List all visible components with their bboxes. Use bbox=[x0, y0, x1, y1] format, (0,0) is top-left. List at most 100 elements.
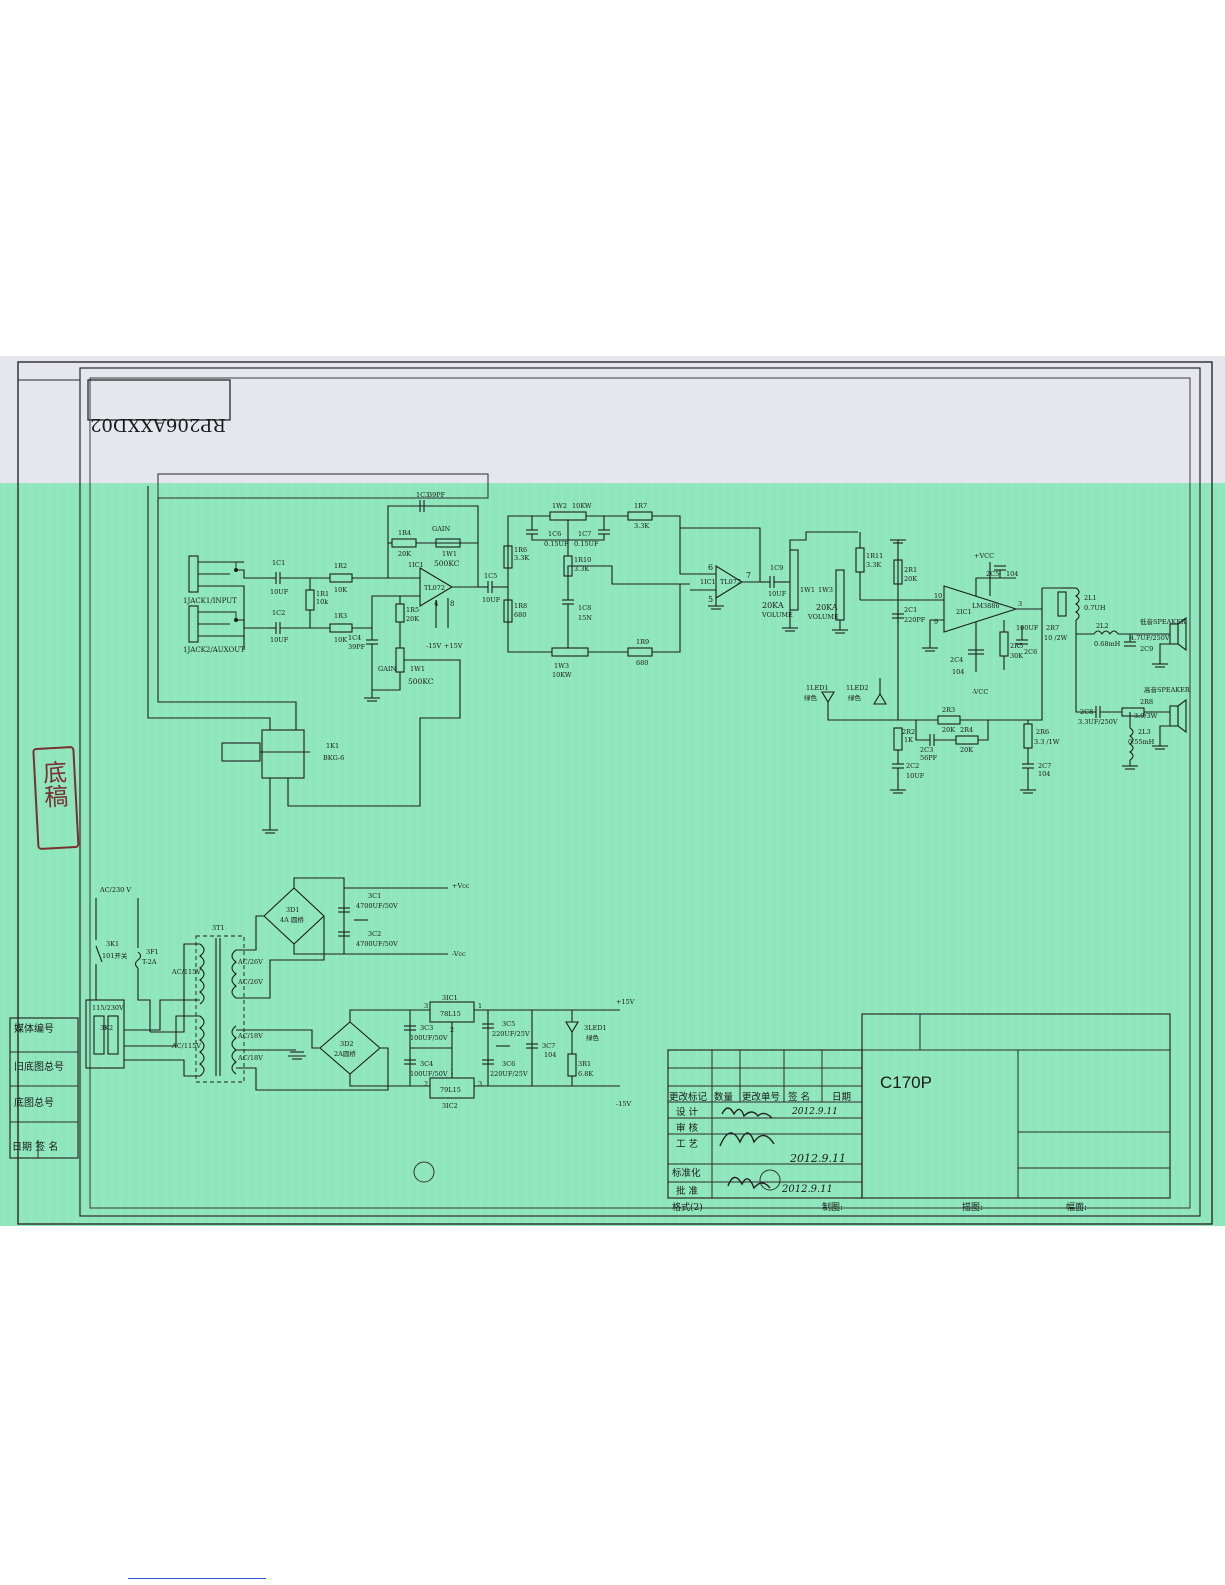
l2-value: 0.68mH bbox=[1094, 640, 1121, 648]
power-amp: 2R1 20K 2C1 220PF 2IC1 LM3886 10 9 3 +VC… bbox=[804, 539, 1191, 794]
side-row-3: 底图总号 bbox=[14, 1096, 54, 1109]
c1-label: 1C1 bbox=[272, 559, 285, 567]
r5-label: 1R5 bbox=[406, 606, 419, 614]
pc6-label: 3C6 bbox=[502, 1060, 515, 1068]
pin6: 6 bbox=[708, 563, 713, 572]
tone-stage: 1R6 3.3K 1R8 680 1W2 10KW 1R7 3.3K 1C6 0… bbox=[503, 502, 761, 679]
l3-label: 2L3 bbox=[1138, 728, 1151, 736]
c9-value: 10UF bbox=[768, 590, 787, 598]
r7b-value: 10 /2W bbox=[1044, 634, 1068, 642]
signature-date-3: 2012.9.11 bbox=[781, 1184, 833, 1195]
c1b-label: 2C1 bbox=[904, 606, 917, 614]
c3-label: 1C3 bbox=[416, 491, 429, 499]
ac230-label: AC/230 V bbox=[99, 886, 131, 894]
c2b-label: 2C2 bbox=[906, 762, 919, 770]
pin8: 8 bbox=[450, 600, 454, 608]
d1-value: 4A 圆桥 bbox=[280, 915, 304, 924]
k1p-label: 3K1 bbox=[106, 940, 119, 948]
c3-value: 39PF bbox=[428, 491, 446, 499]
pvcc-label: +Vcc bbox=[452, 882, 470, 890]
r2b-label: 2R2 bbox=[902, 728, 915, 736]
sel2-label: 3K2 bbox=[100, 1024, 113, 1032]
c8-label: 1C8 bbox=[578, 604, 591, 612]
vol1: 20KA bbox=[762, 601, 784, 610]
mvcc-label: -VCC bbox=[972, 688, 988, 696]
pr1-value: 6.8K bbox=[578, 1070, 593, 1078]
w2-value: 10KW bbox=[572, 502, 592, 510]
w2-label: 1W2 bbox=[552, 502, 567, 510]
ac18a-label: AC/18V bbox=[237, 1032, 263, 1040]
pr1-label: 3R1 bbox=[578, 1060, 591, 1068]
side-row-1: 媒体编号 bbox=[14, 1022, 54, 1035]
c1b-value: 220PF bbox=[904, 616, 926, 624]
c7b-label: 2C7 bbox=[1038, 762, 1051, 770]
led2-label: 1LED2 bbox=[846, 684, 869, 692]
draft-stamp-text: 底稿 bbox=[38, 759, 68, 809]
title-block: C170P 更改标记 数量 更改单号 签 名 日期 设 计 审 核 工 艺 标准… bbox=[413, 1013, 1171, 1213]
volume-stage: 1C9 10UF 1W1 20KA VOLUME 1W3 20KA VOLUME… bbox=[760, 531, 883, 634]
r3-label: 1R3 bbox=[334, 612, 347, 620]
pc4-label: 3C4 bbox=[420, 1060, 433, 1068]
c7b-value: 104 bbox=[1038, 770, 1050, 778]
r5b-label: 2R5 bbox=[1010, 642, 1023, 650]
c5b-label: 2C5 bbox=[986, 570, 999, 578]
side-table: 媒体编号 旧底图总号 底图总号 日期 签 名 bbox=[9, 1017, 79, 1159]
tb-role-1: 设 计 bbox=[676, 1106, 699, 1118]
r2-label: 1R2 bbox=[334, 562, 347, 570]
footer-format: 格式(2) bbox=[672, 1201, 703, 1213]
c5b-value: 104 bbox=[1006, 570, 1018, 578]
ic2-label: 2IC1 bbox=[956, 608, 972, 616]
r4-value: 20K bbox=[398, 550, 411, 558]
r6-value: 3.3K bbox=[514, 554, 529, 562]
r7-label: 1R7 bbox=[634, 502, 647, 510]
c1-value: 10UF bbox=[270, 588, 289, 596]
input-stage: 1JACK1/INPUT 1JACK2/AUXOUT 1C1 10UF 1C2 … bbox=[147, 486, 508, 834]
r5b-value: 30K bbox=[1010, 652, 1023, 660]
led1-label: 1LED1 bbox=[806, 684, 829, 692]
c6b-label: 2C6 bbox=[1024, 648, 1037, 656]
side-row-4: 日期 签 名 bbox=[12, 1140, 58, 1153]
r8-value: 680 bbox=[514, 611, 526, 619]
r7b-label: 2R7 bbox=[1046, 624, 1059, 632]
c8-value: 15N bbox=[578, 614, 592, 622]
c3b-label: 2C3 bbox=[920, 746, 933, 754]
c6-value: 0.15UF bbox=[544, 540, 569, 548]
c8b-label: 2C8 bbox=[1080, 708, 1093, 716]
r1-label: 1R1 bbox=[316, 590, 329, 598]
pc6-value: 220UF/25V bbox=[490, 1070, 528, 1078]
ac26a-label: AC/26V bbox=[237, 958, 263, 966]
drawing-code-text: RP206AXXD02 bbox=[90, 414, 226, 435]
c2b-value: 10UF bbox=[906, 772, 925, 780]
reg2-value: 79L15 bbox=[440, 1086, 461, 1094]
r8b-value: 3.9/3W bbox=[1134, 712, 1158, 720]
ic2-value: LM3886 bbox=[972, 602, 1000, 610]
ic1b-value: TL072 bbox=[720, 578, 741, 586]
pc2-label: 3C2 bbox=[368, 930, 381, 938]
l3-value: 0.55mH bbox=[1128, 738, 1155, 746]
w3a-label: 1W3 bbox=[554, 662, 569, 670]
m15b-label: -15V bbox=[616, 1100, 631, 1108]
c4b-label: 2C4 bbox=[950, 656, 963, 664]
tb-header-3: 更改单号 bbox=[742, 1091, 780, 1103]
w3a-value: 10KW bbox=[552, 671, 572, 679]
r4b-value: 20K bbox=[960, 746, 973, 754]
r4-label: 1R4 bbox=[398, 529, 411, 537]
ac18b-label: AC/18V bbox=[237, 1054, 263, 1062]
c2-label: 1C2 bbox=[272, 609, 285, 617]
pc5-value: 220UF/25V bbox=[492, 1030, 530, 1038]
power-supply: AC/230 V 3K1 101开关 3F1 T-2A 115/230V 3K2… bbox=[85, 877, 635, 1110]
reg1-pin1: 1 bbox=[478, 1002, 482, 1010]
page-link-underline[interactable] bbox=[128, 1578, 266, 1579]
reg2-label: 3IC2 bbox=[442, 1102, 458, 1110]
r3b-value: 20K bbox=[942, 726, 955, 734]
d2-label: 3D2 bbox=[340, 1040, 353, 1048]
nvcc-label: -Vcc bbox=[452, 950, 466, 958]
tb-header-1: 更改标记 bbox=[669, 1091, 708, 1103]
w1-label-1: 1W1 bbox=[442, 550, 457, 558]
r11-value: 3.3K bbox=[866, 561, 881, 569]
r1b-value: 20K bbox=[904, 575, 917, 583]
vol2: 20KA bbox=[816, 603, 838, 612]
ic1-value: TL072 bbox=[424, 584, 445, 592]
drawing-code-box: RP206AXXD02 bbox=[87, 379, 489, 499]
